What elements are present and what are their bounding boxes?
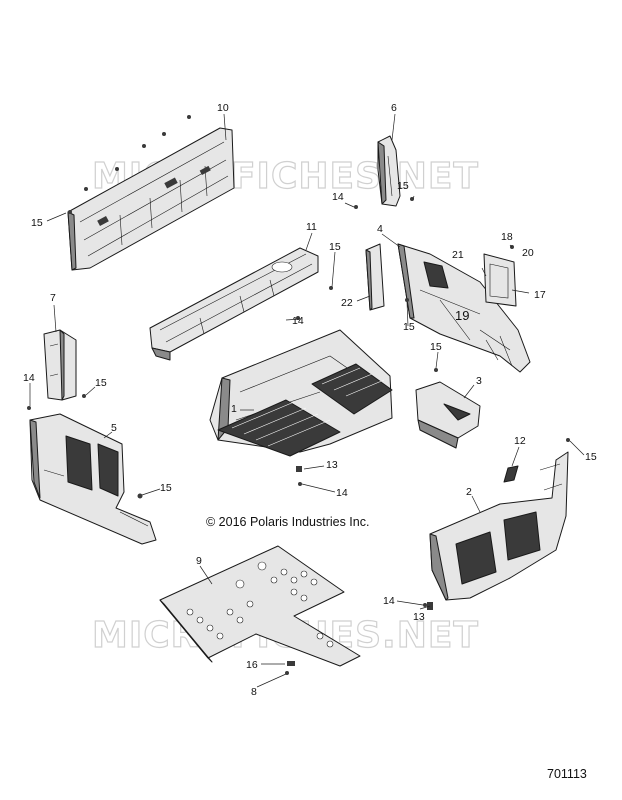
part-4-side-panel [397, 243, 531, 373]
callout-14: 14 [332, 191, 344, 203]
callout-15: 15 [95, 377, 107, 389]
skid-plate-holes [186, 561, 334, 648]
callout-15: 15 [430, 341, 442, 353]
callout-14: 14 [292, 315, 304, 327]
callout-22: 22 [341, 297, 353, 309]
callout-7: 7 [50, 292, 56, 304]
floor-grate-left [217, 399, 341, 457]
leader-lines [29, 113, 585, 688]
part-11-center-tunnel [149, 247, 319, 361]
callout-3: 3 [476, 375, 482, 387]
callout-8: 8 [251, 686, 257, 698]
callout-16: 16 [246, 659, 258, 671]
part-2-right-side-panel [429, 451, 569, 601]
callout-10: 10 [217, 102, 229, 114]
callout-18: 18 [501, 231, 513, 243]
callout-14: 14 [383, 595, 395, 607]
callout-15: 15 [585, 451, 597, 463]
callout-15: 15 [160, 482, 172, 494]
callout-6: 6 [391, 102, 397, 114]
callout-15: 15 [397, 180, 409, 192]
callout-9: 9 [196, 555, 202, 567]
callout-20: 20 [522, 247, 534, 259]
part-5-left-side-panel [29, 413, 157, 545]
figure-number: 701113 [547, 767, 587, 781]
callout-14: 14 [23, 372, 35, 384]
part-9-skid-plate [159, 545, 361, 667]
part-10-rear-panel [67, 127, 235, 271]
part-12-clip [503, 465, 519, 483]
callout-13: 13 [413, 611, 425, 623]
part-7-left-upright [43, 329, 77, 401]
callout-12: 12 [514, 435, 526, 447]
callout-2: 2 [466, 486, 472, 498]
part-1-floor-tub [209, 329, 393, 457]
callout-14: 14 [336, 487, 348, 499]
callout-17: 17 [534, 289, 546, 301]
part-10-fasteners [84, 115, 191, 191]
part-18-cover-plate [483, 253, 517, 307]
copyright-notice: © 2016 Polaris Industries Inc. [206, 515, 369, 529]
callout-15: 15 [329, 241, 341, 253]
callout-labels: 10 6 15 14 15 4 18 20 21 11 15 22 17 19 … [23, 102, 597, 698]
callout-15: 15 [403, 321, 415, 333]
part-6-upright-panel [377, 135, 401, 207]
callout-21: 21 [452, 249, 464, 261]
callout-19: 19 [455, 308, 469, 323]
part-3-bracket [415, 381, 481, 449]
callout-15: 15 [31, 217, 43, 229]
callout-13: 13 [326, 459, 338, 471]
callout-4: 4 [377, 223, 383, 235]
floor-grate-right [311, 363, 393, 415]
callout-1: 1 [231, 403, 237, 415]
part-22-bracket [365, 243, 385, 311]
callout-5: 5 [111, 422, 117, 434]
callout-11: 11 [306, 221, 317, 233]
